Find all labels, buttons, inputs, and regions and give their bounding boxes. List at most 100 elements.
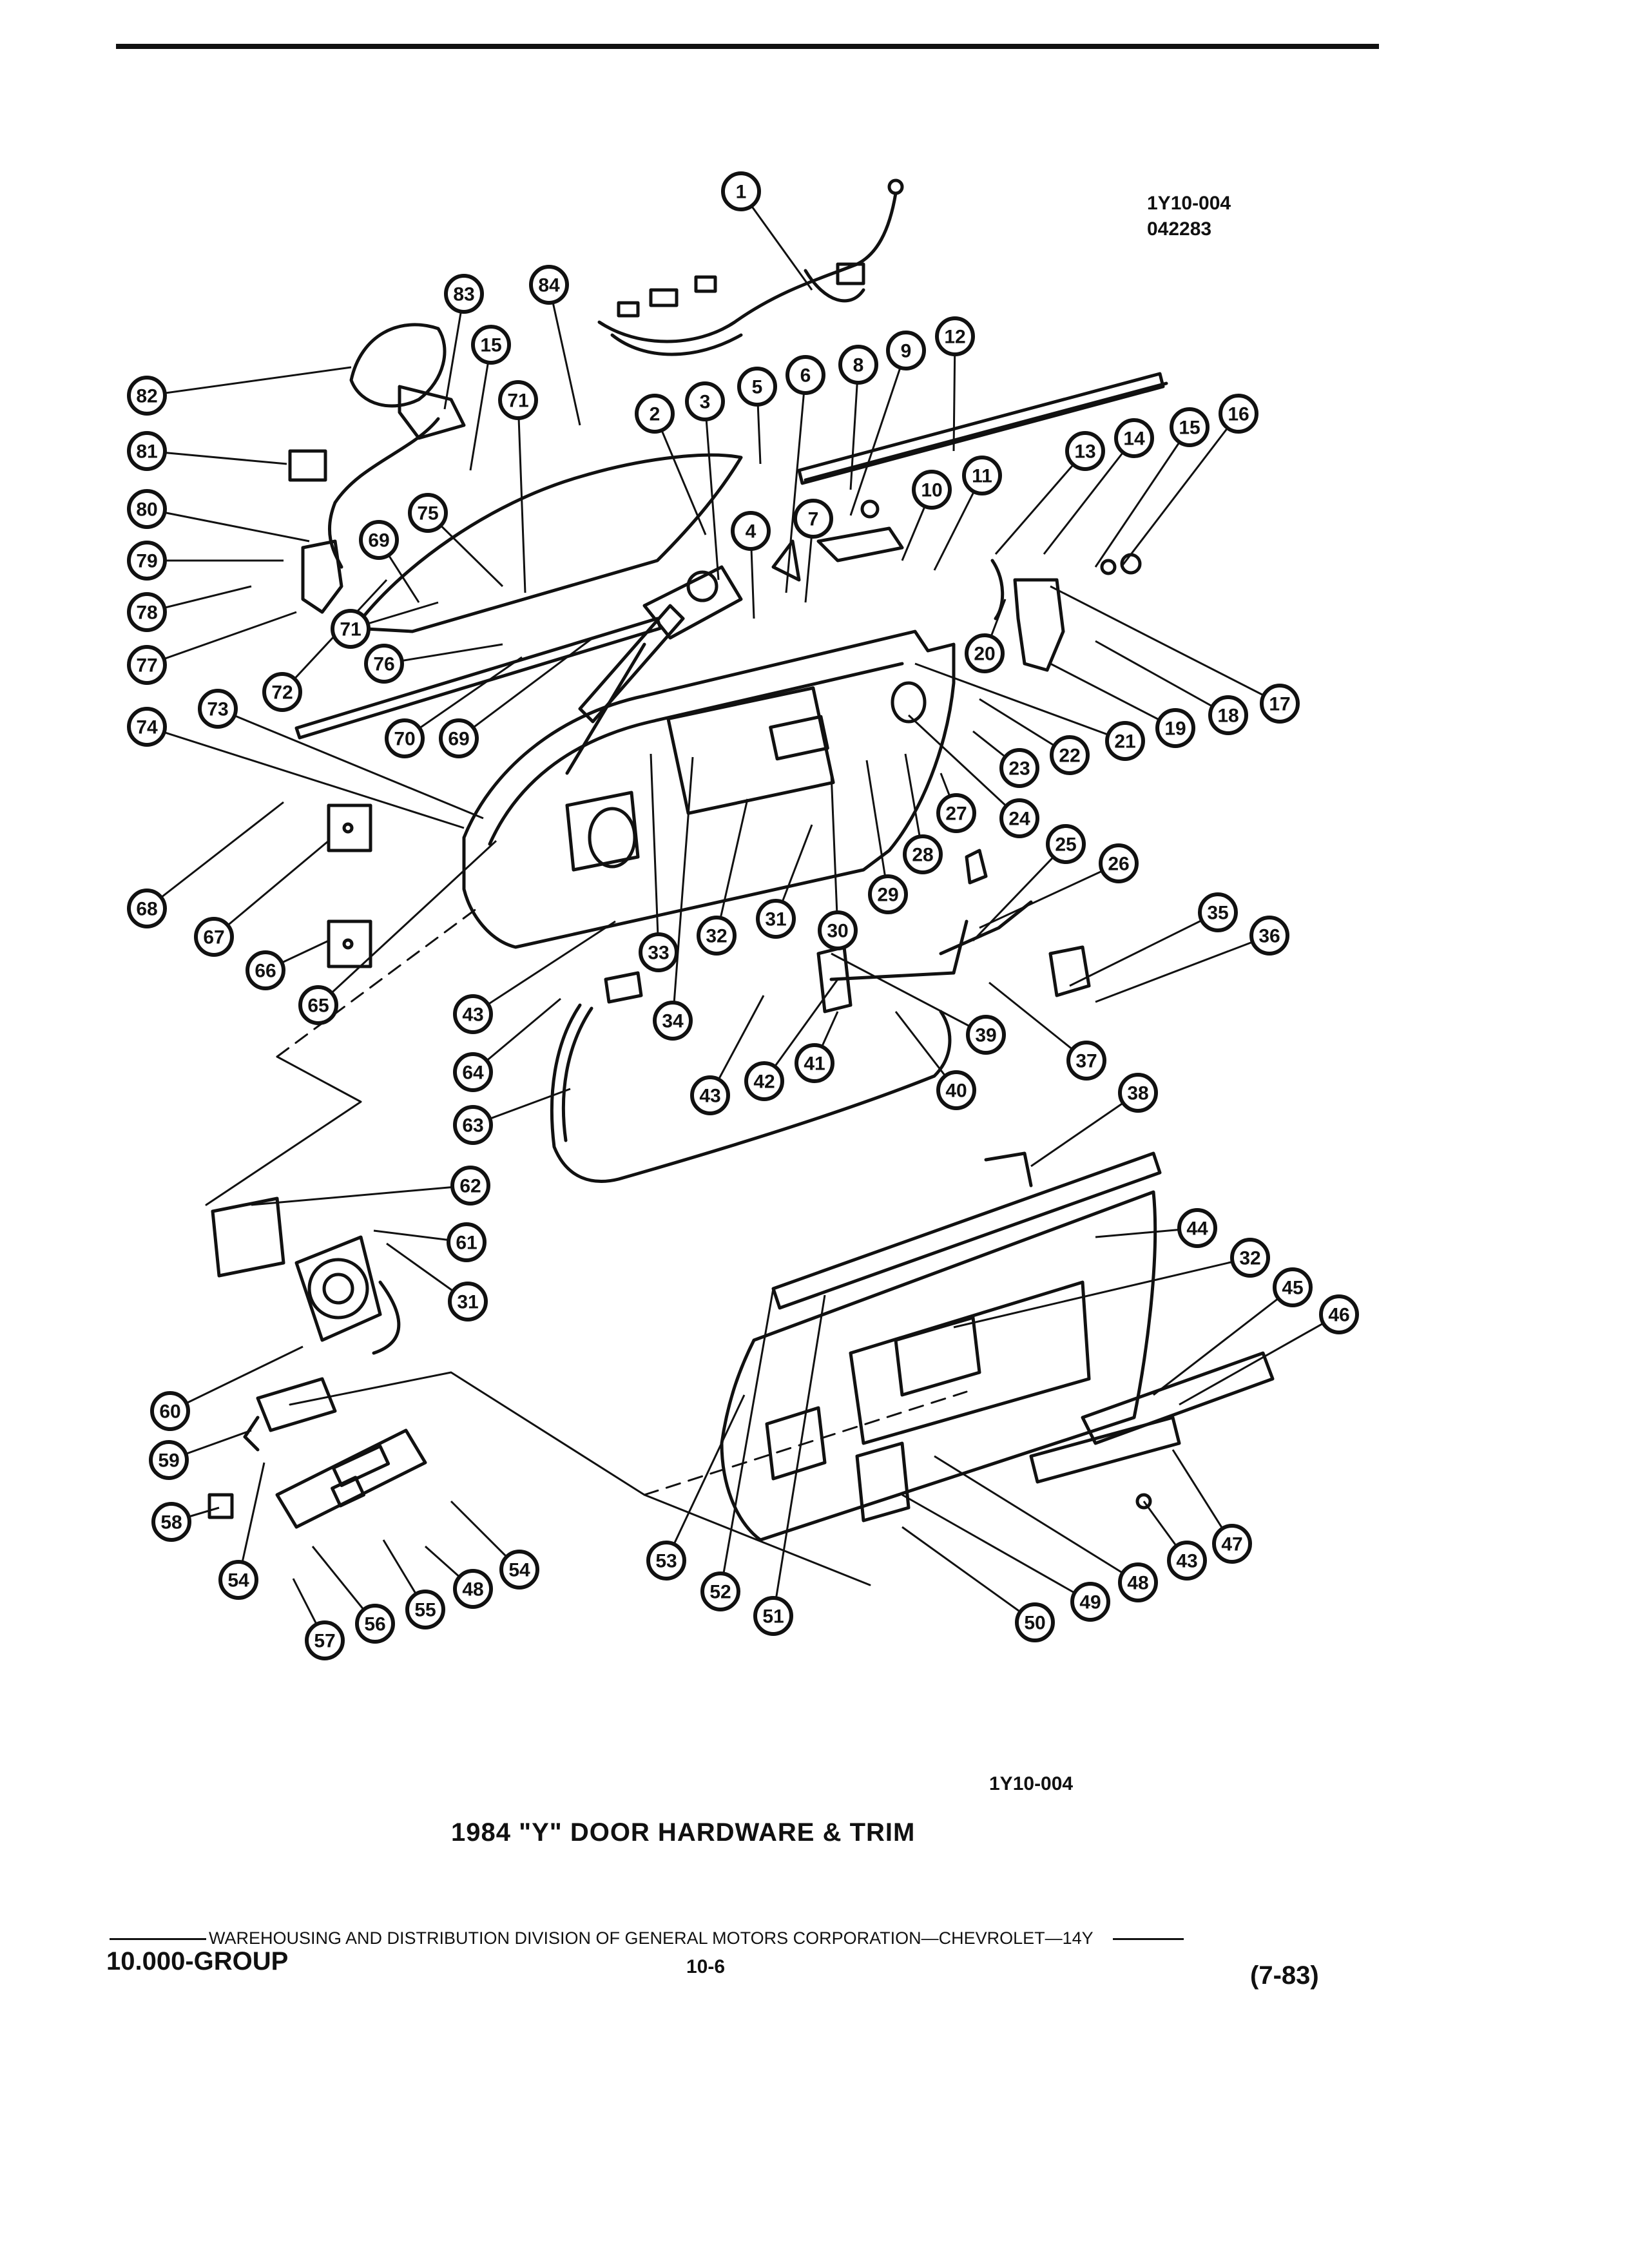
callout-label: 19 — [1164, 718, 1186, 740]
callout-label: 68 — [136, 899, 157, 920]
callout-label: 25 — [1055, 834, 1076, 856]
callout-circle — [305, 1620, 345, 1660]
leader-line-6 — [785, 374, 807, 593]
speaker-cover-illustration — [211, 1196, 285, 1278]
callout-circle — [818, 910, 858, 950]
callout-77: 77 — [127, 645, 167, 685]
callout-label: 2 — [650, 404, 660, 425]
callout-circle — [1319, 1294, 1359, 1334]
callout-3: 3 — [685, 381, 725, 421]
callout-23: 23 — [999, 748, 1039, 788]
leader-line-36 — [1095, 934, 1270, 1003]
callout-circle — [1177, 1208, 1217, 1248]
callout-45: 45 — [1273, 1267, 1313, 1307]
callout-1: 1 — [721, 171, 761, 211]
leader-line-80 — [146, 508, 310, 543]
callout-label: 52 — [709, 1582, 731, 1603]
callout-circle — [1260, 684, 1300, 724]
callout-circle — [359, 520, 399, 560]
leader-line-73 — [217, 707, 484, 820]
callout-label: 39 — [975, 1025, 996, 1046]
leader-line-48 — [934, 1455, 1139, 1584]
leader-line-39 — [831, 952, 987, 1036]
callout-label: 16 — [1228, 404, 1249, 425]
callout-circle — [753, 1596, 793, 1636]
callout-48: 48 — [453, 1569, 493, 1609]
switch-bezel-illustration — [275, 1428, 427, 1529]
callout-label: 76 — [373, 654, 394, 675]
callout-label: 59 — [158, 1450, 179, 1472]
callout-69: 69 — [359, 520, 399, 560]
callout-63: 63 — [453, 1105, 493, 1145]
callout-circle — [690, 1075, 730, 1115]
callout-label: 20 — [974, 644, 995, 665]
callout-29: 29 — [868, 874, 908, 914]
callout-circle — [127, 376, 167, 416]
callout-circle — [646, 1541, 686, 1581]
callout-label: 36 — [1258, 926, 1280, 947]
callout-25: 25 — [1046, 824, 1086, 864]
callout-27: 27 — [936, 793, 976, 833]
callout-label: 40 — [945, 1081, 967, 1102]
callout-circle — [936, 1070, 976, 1110]
door-inner-panel-illustration — [462, 629, 956, 949]
leader-line-65 — [317, 840, 497, 1006]
callout-49: 49 — [1070, 1582, 1110, 1622]
callout-label: 42 — [753, 1072, 775, 1093]
callout-circle — [1105, 721, 1145, 761]
callout-circle — [1249, 916, 1289, 956]
callout-label: 28 — [912, 845, 933, 866]
callout-30: 30 — [818, 910, 858, 950]
callout-label: 84 — [538, 275, 560, 296]
leader-line-81 — [146, 450, 287, 465]
callout-label: 4 — [746, 521, 757, 543]
leader-line-74 — [146, 726, 465, 829]
callout-circle — [737, 367, 777, 407]
callout-circle — [1046, 824, 1086, 864]
leader-line-35 — [1069, 911, 1219, 987]
callout-10: 10 — [912, 470, 952, 510]
leader-line-30 — [830, 773, 839, 931]
callout-circle — [262, 672, 302, 712]
callout-circle — [150, 1391, 190, 1431]
door-window-glass-illustration — [352, 453, 743, 633]
callout-circle — [639, 932, 679, 972]
callout-37: 37 — [1066, 1041, 1106, 1081]
callout-17: 17 — [1260, 684, 1300, 724]
callout-82: 82 — [127, 376, 167, 416]
leader-line-25 — [972, 843, 1067, 942]
callout-label: 8 — [853, 355, 864, 376]
callout-label: 83 — [453, 284, 474, 305]
callout-circle — [1070, 1582, 1110, 1622]
callout-label: 26 — [1108, 854, 1129, 875]
callout-80: 80 — [127, 489, 167, 529]
leader-line-21 — [914, 662, 1126, 742]
callout-circle — [786, 355, 825, 395]
power-window-switch-illustration — [243, 1377, 337, 1452]
callout-circle — [1118, 1073, 1158, 1113]
leader-line-54 — [237, 1462, 265, 1581]
callout-18: 18 — [1208, 695, 1248, 735]
leader-line-70 — [404, 656, 523, 740]
leader-line-37 — [988, 981, 1087, 1062]
leader-line-53 — [665, 1394, 746, 1561]
callout-label: 62 — [459, 1176, 481, 1197]
callout-38: 38 — [1118, 1073, 1158, 1113]
callout-circle — [149, 1440, 189, 1480]
callout-62: 62 — [450, 1166, 490, 1206]
leader-line-32 — [715, 798, 749, 936]
callout-53: 53 — [646, 1541, 686, 1581]
callout-54: 54 — [218, 1560, 258, 1600]
leader-line-77 — [146, 611, 297, 666]
callout-label: 35 — [1207, 903, 1228, 924]
callout-circle — [1066, 1041, 1106, 1081]
callout-label: 22 — [1059, 745, 1080, 767]
callout-26: 26 — [1099, 843, 1139, 883]
callout-label: 7 — [808, 509, 819, 530]
callout-label: 13 — [1074, 441, 1095, 463]
trim-clip-illustration — [1135, 1493, 1152, 1510]
leader-line-15 — [1094, 427, 1191, 568]
callout-circle — [697, 916, 737, 956]
callout-56: 56 — [355, 1604, 395, 1644]
callout-label: 45 — [1282, 1278, 1303, 1299]
